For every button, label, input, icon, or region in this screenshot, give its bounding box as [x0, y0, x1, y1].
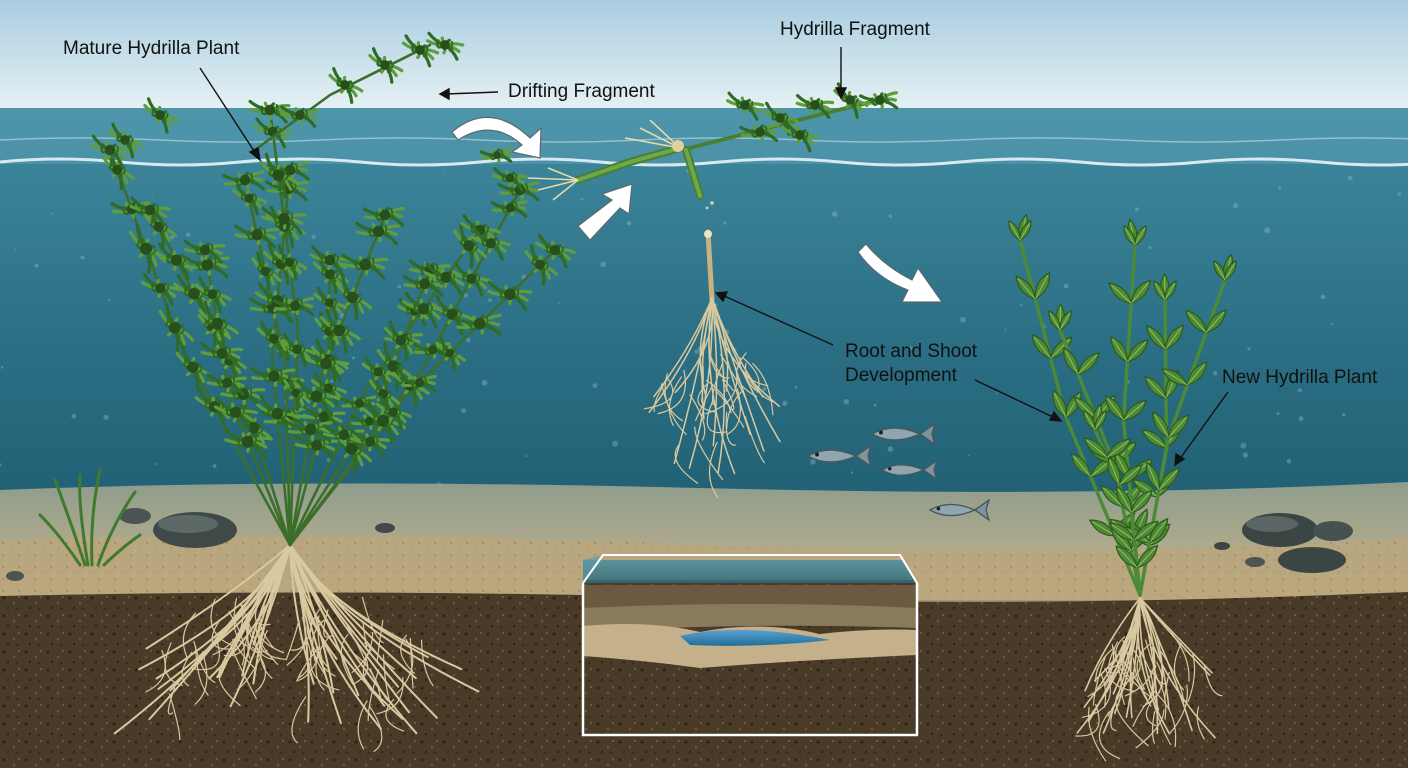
rock-icon — [6, 508, 1353, 581]
leader-lines — [199, 47, 1229, 467]
sky — [0, 0, 1408, 110]
rooting-fragment — [643, 229, 781, 498]
label-new-hydrilla-plant: New Hydrilla Plant — [1222, 367, 1378, 388]
label-root-shoot-line2: Development — [845, 365, 957, 386]
mature-plant-roots — [113, 544, 480, 752]
fish-icon — [870, 421, 937, 447]
label-root-shoot-line1: Root and Shoot — [845, 341, 978, 362]
water-surface-line — [0, 157, 1408, 167]
drifting-fragment — [479, 119, 714, 210]
label-drifting-fragment: Drifting Fragment — [508, 81, 655, 102]
label-mature-hydrilla-plant: Mature Hydrilla Plant — [63, 38, 240, 59]
label-hydrilla-fragment: Hydrilla Fragment — [780, 19, 930, 40]
water-particles — [0, 168, 1402, 491]
mature-hydrilla-plant — [89, 31, 576, 547]
fish-group — [806, 421, 991, 522]
curved-arrow-icon — [577, 183, 633, 241]
new-plant-roots — [1075, 597, 1223, 762]
fish-icon — [806, 443, 873, 469]
fish-icon — [928, 498, 991, 522]
hydrilla-fragment — [688, 82, 899, 153]
curved-arrow-icon — [857, 243, 944, 303]
fish-icon — [880, 459, 938, 481]
curved-arrow-icon — [451, 116, 542, 159]
grass-tuft — [38, 468, 142, 567]
surface-band — [0, 108, 1408, 164]
sediment-cross-section — [581, 554, 919, 737]
new-hydrilla-plant — [1008, 213, 1237, 597]
